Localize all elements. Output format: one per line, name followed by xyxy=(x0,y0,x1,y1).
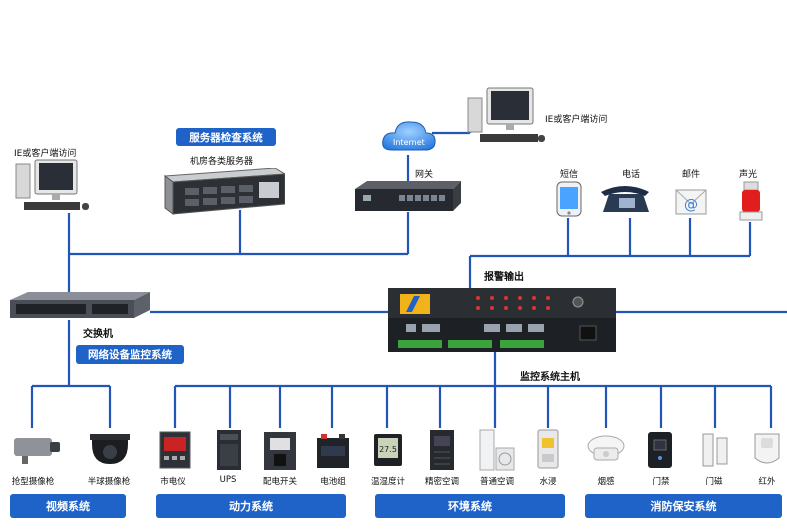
device-label-smoke: 烟感 xyxy=(597,477,615,487)
mobile-phone-icon xyxy=(554,180,584,218)
device-label-precision-ac: 精密空调 xyxy=(424,477,460,487)
monitoring-host-icon xyxy=(388,288,616,352)
svg-text:27.5: 27.5 xyxy=(379,445,397,454)
ie-client-left-label: IE或客户端访问 xyxy=(14,149,77,159)
device-label-power-switch: 配电开关 xyxy=(262,477,298,487)
precision-ac-icon xyxy=(428,428,456,472)
alarm-phone-label: 电话 xyxy=(622,170,641,180)
telephone-icon xyxy=(597,182,653,218)
monitoring-host-label: 监控系统主机 xyxy=(520,372,580,383)
ups-icon xyxy=(214,428,244,472)
air-conditioner-icon xyxy=(478,428,516,472)
desktop-computer-icon xyxy=(467,87,545,142)
switch-label: 交换机 xyxy=(83,329,113,340)
pc-right xyxy=(466,86,546,146)
fire-security-system-label: 消防保安系统 xyxy=(585,494,782,518)
email-icon: @ xyxy=(674,184,708,218)
device-label-water-leak: 水浸 xyxy=(539,477,557,487)
internet-cloud-icon xyxy=(381,116,437,156)
power-meter-icon xyxy=(158,430,192,470)
ie-client-right-label: IE或客户端访问 xyxy=(545,115,608,125)
video-system-label: 视频系统 xyxy=(10,494,126,518)
internet-label: Internet xyxy=(393,138,425,147)
device-label-ac: 普通空调 xyxy=(479,477,515,487)
alarm-output-label: 报警输出 xyxy=(484,272,524,283)
alarm-email-label: 邮件 xyxy=(682,170,701,180)
network-switch-icon xyxy=(10,292,150,320)
bullet-camera-icon xyxy=(10,432,62,466)
power-system-label: 动力系统 xyxy=(156,494,346,518)
server-room-label: 机房各类服务器 xyxy=(190,157,254,167)
battery-icon xyxy=(315,432,351,470)
device-label-battery: 电池组 xyxy=(320,477,346,487)
door-sensor-icon xyxy=(700,432,730,468)
smoke-detector-icon xyxy=(586,432,626,464)
access-control-icon xyxy=(646,430,674,470)
alarm-sms-label: 短信 xyxy=(560,170,579,180)
water-leak-sensor-icon xyxy=(534,428,562,470)
device-label-access-control: 门禁 xyxy=(652,477,670,487)
dome-camera-icon xyxy=(88,430,132,466)
device-label-power-meter: 市电仪 xyxy=(160,477,186,487)
gateway-label: 网关 xyxy=(415,170,434,180)
network-monitor-system-label: 网络设备监控系统 xyxy=(76,345,184,364)
alarm-sound-light-label: 声光 xyxy=(739,170,758,180)
environment-system-label: 环境系统 xyxy=(375,494,565,518)
desktop-computer-icon xyxy=(15,159,89,210)
device-label-ups: UPS xyxy=(219,475,237,485)
device-label-bullet-camera: 抢型摄像枪 xyxy=(11,477,55,487)
power-switch-icon xyxy=(262,430,298,472)
pc-left xyxy=(14,158,94,214)
gateway-router-icon xyxy=(355,181,461,213)
device-label-dome-camera: 半球摄像枪 xyxy=(87,477,131,487)
device-label-infrared: 红外 xyxy=(758,477,776,487)
server-check-system-label: 服务器检查系统 xyxy=(176,128,276,146)
device-label-door-sensor: 门磁 xyxy=(705,477,723,487)
siren-icon xyxy=(739,180,763,222)
svg-text:@: @ xyxy=(684,197,698,213)
device-label-thermohygrometer: 温湿度计 xyxy=(370,477,406,487)
thermohygrometer-icon: 27.5 xyxy=(372,432,404,468)
server-rack-icon xyxy=(155,167,287,216)
infrared-sensor-icon xyxy=(752,430,782,468)
